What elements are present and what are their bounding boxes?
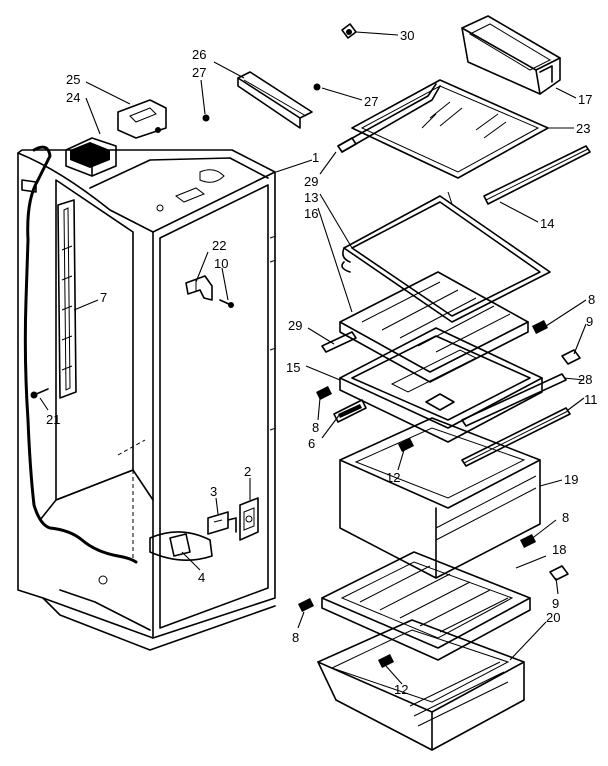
slide-6 (333, 399, 367, 423)
callout-8-left: 8 (312, 420, 319, 435)
top-rail-26 (237, 71, 313, 129)
callout-15: 15 (286, 360, 300, 375)
callout-20: 20 (546, 610, 560, 625)
callout-12-bottom: 12 (394, 682, 408, 697)
callout-labels: 30 17 23 27 26 27 25 24 1 29 13 16 14 22… (46, 28, 598, 697)
callout-9-top: 9 (586, 314, 593, 329)
rail-11 (461, 407, 571, 467)
bracket-22 (185, 275, 213, 301)
crisper-drawer-19 (339, 417, 541, 579)
screw-27b (313, 83, 321, 91)
screw-10 (219, 299, 234, 308)
callout-25: 25 (66, 72, 80, 87)
callout-29-top: 29 (304, 174, 318, 189)
callout-21: 21 (46, 412, 60, 427)
cover-frame-15 (339, 327, 543, 443)
callout-27-left: 27 (192, 65, 206, 80)
fastener-8d (298, 598, 314, 612)
callout-9-bottom: 9 (552, 596, 559, 611)
bracket-2 (239, 497, 259, 541)
callout-30: 30 (400, 28, 414, 43)
callout-2: 2 (244, 464, 251, 479)
callout-27-right: 27 (364, 94, 378, 109)
fastener-8a (532, 320, 548, 334)
door-bin-17 (461, 15, 561, 95)
clip-30 (341, 23, 357, 39)
leader-lines (39, 31, 587, 685)
hinge-3 (207, 511, 237, 535)
callout-3: 3 (210, 484, 217, 499)
callout-29-mid: 29 (288, 318, 302, 333)
screw-21 (30, 388, 49, 399)
bottom-drawer-20 (317, 619, 525, 751)
callout-16: 16 (304, 206, 318, 221)
shelf-ladder-rail (57, 199, 77, 399)
fastener-8c (520, 534, 536, 548)
callout-7: 7 (100, 290, 107, 305)
callout-28: 28 (578, 372, 592, 387)
callout-4: 4 (198, 570, 205, 585)
fastener-12a (398, 438, 414, 452)
callout-1: 1 (312, 150, 319, 165)
fastener-8b (316, 386, 332, 400)
callout-18: 18 (552, 542, 566, 557)
callout-8-bottom: 8 (292, 630, 299, 645)
shelf-16 (339, 271, 529, 383)
fastener-9a (561, 349, 581, 365)
callout-8-mid: 8 (562, 510, 569, 525)
lower-shelf-18 (321, 551, 531, 661)
callout-26: 26 (192, 47, 206, 62)
rail-28 (461, 373, 567, 427)
callout-10: 10 (214, 256, 228, 271)
fastener-9b (549, 565, 569, 581)
callout-23: 23 (576, 121, 590, 136)
callout-8-top: 8 (588, 292, 595, 307)
callout-24: 24 (66, 90, 80, 105)
side-rail-14 (483, 145, 591, 205)
fastener-12b (378, 654, 394, 668)
callout-11: 11 (584, 392, 598, 407)
callout-12-top: 12 (386, 470, 400, 485)
control-housing-24 (65, 137, 117, 177)
cabinet-liner (17, 145, 277, 651)
callout-14: 14 (540, 216, 554, 231)
callout-13: 13 (304, 190, 318, 205)
callout-19: 19 (564, 472, 578, 487)
block-4 (149, 531, 213, 561)
rail-29b (321, 331, 357, 353)
screw-27a (202, 114, 210, 122)
callout-6: 6 (308, 436, 315, 451)
callout-22: 22 (212, 238, 226, 253)
callout-17: 17 (578, 92, 592, 107)
thermostat-25 (117, 99, 167, 139)
